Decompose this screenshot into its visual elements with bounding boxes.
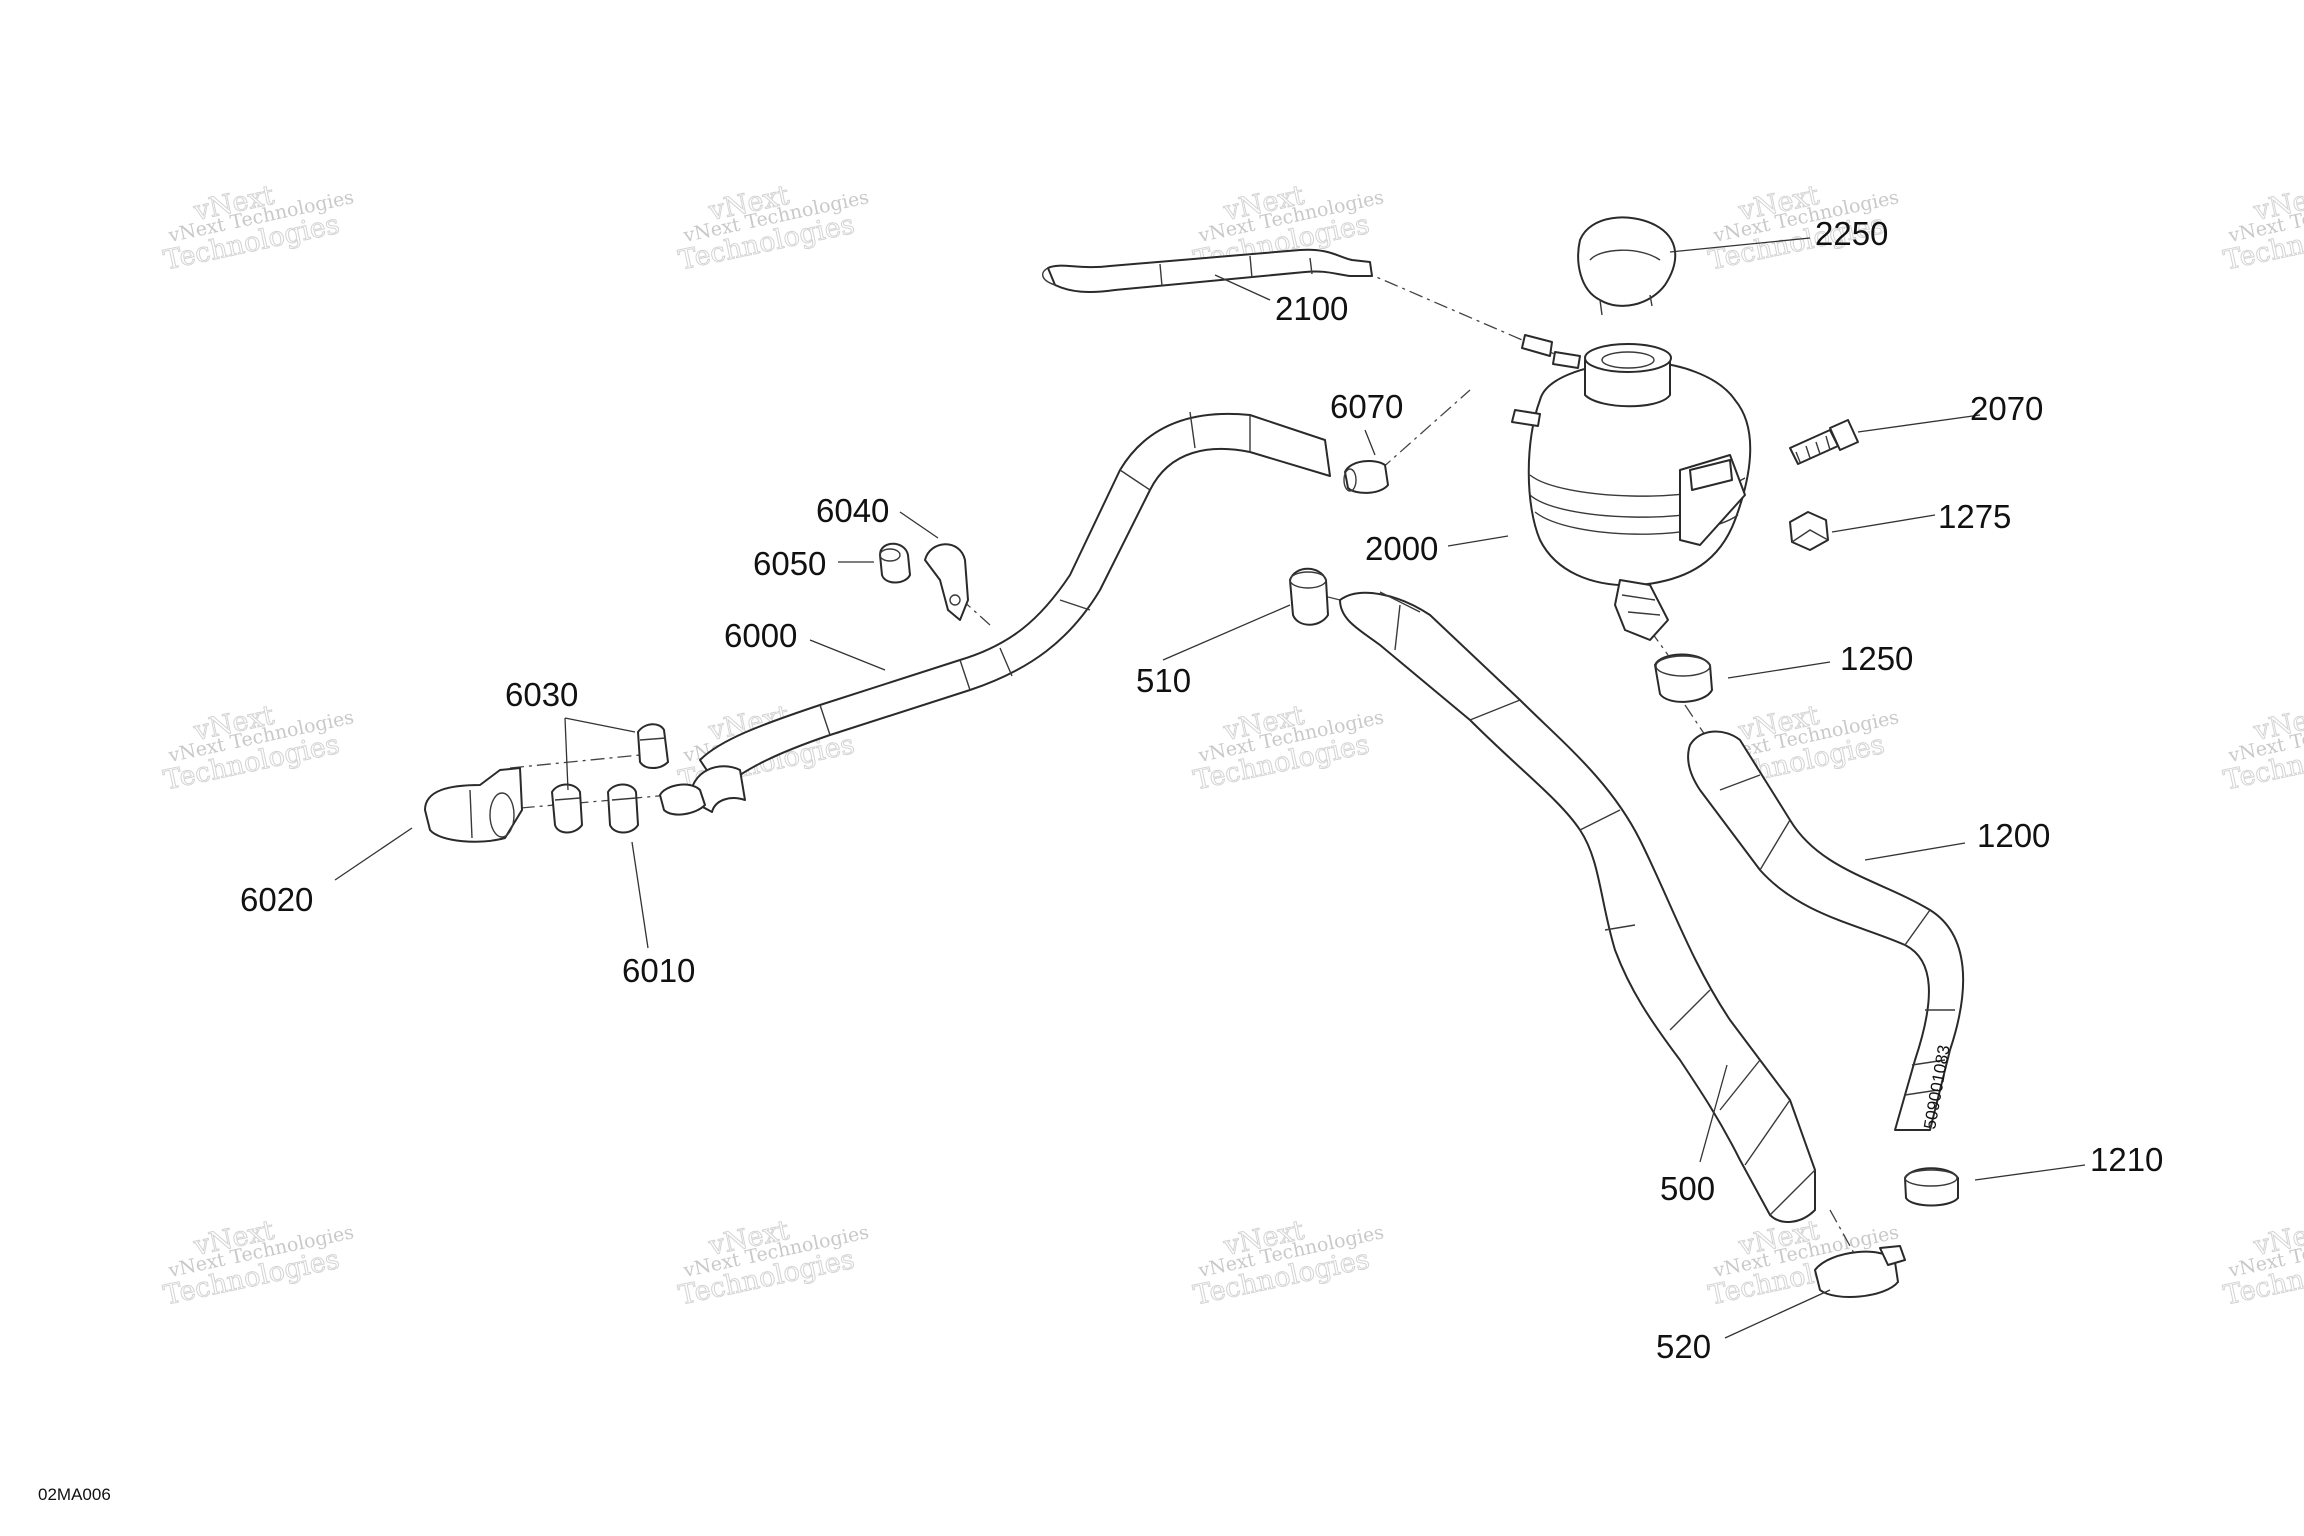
watermark: vNext vNext Technologies Technologies bbox=[1190, 699, 1386, 797]
callout-2250: 2250 bbox=[1815, 215, 1888, 252]
watermark: vNext vNext Technologies Technologies bbox=[1190, 1214, 1386, 1312]
leader-1250 bbox=[1727, 661, 1831, 679]
callout-2070: 2070 bbox=[1970, 390, 2043, 427]
assembly-line-6030 bbox=[509, 754, 641, 769]
part-6050-grommet bbox=[879, 542, 911, 584]
assembly-line-510 bbox=[1327, 596, 1341, 601]
assembly-line-6070 bbox=[1379, 389, 1471, 471]
callout-2100: 2100 bbox=[1275, 290, 1348, 327]
part-510-clamp bbox=[1289, 567, 1329, 626]
leader-6030-a bbox=[564, 717, 636, 733]
leader-6000 bbox=[809, 639, 886, 671]
part-6020-elbow-hose bbox=[424, 767, 523, 843]
part-6000-coupler bbox=[659, 783, 706, 816]
assembly-line-520 bbox=[1829, 1209, 1856, 1256]
part-2100-vent-hose bbox=[1042, 248, 1373, 294]
part-6030-clamp bbox=[637, 723, 669, 769]
watermark-layer: vNext vNext Technologies Technologies vN… bbox=[160, 179, 2304, 1312]
watermark: vNext vNext Technologies Technologies bbox=[160, 179, 356, 277]
watermark: vNext vNext Technologies Technologies bbox=[2220, 179, 2304, 277]
watermark: vNext vNext Technologies Technologies bbox=[2220, 1214, 2304, 1312]
callout-6000: 6000 bbox=[724, 617, 797, 654]
callout-6070: 6070 bbox=[1330, 388, 1403, 425]
assembly-line-1250-bottom bbox=[1684, 704, 1706, 736]
leader-lines bbox=[334, 237, 2086, 1339]
leader-6010 bbox=[631, 841, 649, 949]
part-1275-nut bbox=[1789, 511, 1829, 551]
leader-510 bbox=[1162, 604, 1291, 661]
part-6070-clamp bbox=[1343, 459, 1389, 494]
leader-6070 bbox=[1364, 429, 1376, 456]
part-2000-expansion-tank bbox=[1511, 334, 1752, 641]
callout-6040: 6040 bbox=[816, 492, 889, 529]
part-6040-p-clamp bbox=[924, 543, 969, 621]
watermark: vNext vNext Technologies Technologies bbox=[160, 1214, 356, 1312]
part-6010-clamps bbox=[551, 783, 639, 834]
leader-1275 bbox=[1831, 514, 1936, 533]
leader-2000 bbox=[1447, 535, 1509, 547]
callout-6030: 6030 bbox=[505, 676, 578, 713]
watermark: vNext vNext Technologies Technologies bbox=[675, 1214, 871, 1312]
diagram-code: 02MA006 bbox=[38, 1485, 111, 1504]
part-1210-clamp bbox=[1904, 1167, 1959, 1207]
leader-1200 bbox=[1864, 842, 1966, 861]
callout-6050: 6050 bbox=[753, 545, 826, 582]
callout-1200: 1200 bbox=[1977, 817, 2050, 854]
leader-6040 bbox=[899, 511, 939, 539]
leader-520 bbox=[1724, 1289, 1831, 1339]
part-2250-radiator-cap bbox=[1577, 216, 1677, 316]
callout-6020: 6020 bbox=[240, 881, 313, 918]
leader-6020 bbox=[334, 827, 413, 881]
callout-labels: 2250 2100 6070 2070 1275 6040 6050 2000 … bbox=[240, 215, 2163, 1365]
leader-2250 bbox=[1669, 237, 1811, 253]
callout-500: 500 bbox=[1660, 1170, 1715, 1207]
part-500-main-hose bbox=[1339, 591, 1816, 1223]
watermark: vNext vNext Technologies Technologies bbox=[675, 179, 871, 277]
leader-2070 bbox=[1857, 414, 1981, 433]
callout-6010: 6010 bbox=[622, 952, 695, 989]
callout-520: 520 bbox=[1656, 1328, 1711, 1365]
callout-1210: 1210 bbox=[2090, 1141, 2163, 1178]
leader-6030-b bbox=[564, 717, 569, 791]
watermark: vNext vNext Technologies Technologies bbox=[2220, 699, 2304, 797]
leader-2100 bbox=[1214, 274, 1271, 301]
callout-1250: 1250 bbox=[1840, 640, 1913, 677]
part-520-clamp bbox=[1814, 1245, 1906, 1298]
watermark: vNext vNext Technologies Technologies bbox=[160, 699, 356, 797]
callout-510: 510 bbox=[1136, 662, 1191, 699]
leader-1210 bbox=[1974, 1164, 2086, 1181]
leader-500 bbox=[1699, 1064, 1728, 1163]
part-1250-clamp bbox=[1654, 653, 1713, 703]
part-2070-screw bbox=[1789, 419, 1859, 465]
callout-1275: 1275 bbox=[1938, 498, 2011, 535]
callout-2000: 2000 bbox=[1365, 530, 1438, 567]
